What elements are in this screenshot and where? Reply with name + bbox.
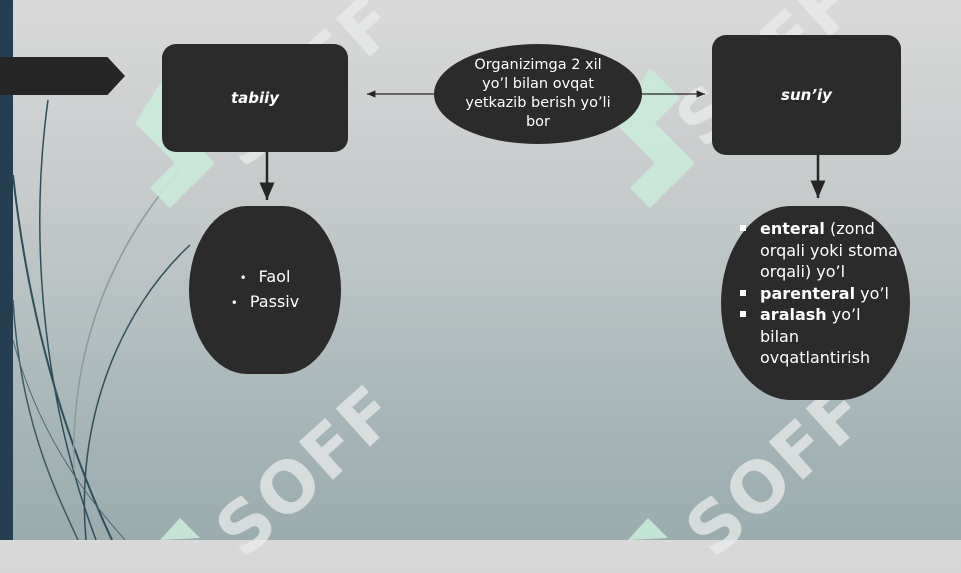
- list-item: enteral (zond orqali yoki stoma orqali) …: [738, 218, 900, 283]
- list-item-bold: parenteral: [760, 283, 856, 303]
- list-item: parenteral yo’l: [738, 283, 900, 305]
- node-center-label: Organizimga 2 xil yo’l bilan ovqat yetka…: [465, 57, 611, 130]
- node-tabiiy: tabiiy: [162, 44, 348, 152]
- list-item-bold: enteral: [760, 219, 825, 238]
- list-item-text: yo’l bilan ovqatlantirish: [760, 305, 871, 367]
- node-suniy-details: enteral (zond orqali yoki stoma orqali) …: [721, 206, 910, 400]
- connectors: [259, 90, 826, 200]
- node-tabiiy-label: tabiiy: [230, 89, 280, 107]
- list-item: Passiv: [231, 290, 299, 315]
- node-center: Organizimga 2 xil yo’l bilan ovqat yetka…: [434, 44, 642, 144]
- bullet-square-icon: [740, 289, 746, 296]
- list-item-text: (zond orqali yoki stoma orqali) yo’l: [760, 219, 898, 281]
- list-item: aralash yo’l bilan ovqatlantirish: [738, 304, 900, 369]
- header-arrow-tab: [0, 57, 125, 95]
- bullet-square-icon: [740, 311, 746, 317]
- node-suniy: sun’iy: [712, 35, 901, 155]
- decorative-curves: [12, 99, 191, 540]
- left-accent-strip: [0, 0, 13, 540]
- list-item: Faol: [231, 265, 299, 290]
- node-suniy-label: sun’iy: [781, 86, 832, 104]
- node-tabiiy-details: Faol Passiv: [189, 206, 341, 374]
- list-item-bold: aralash: [760, 305, 827, 324]
- tabiiy-list: Faol Passiv: [231, 265, 299, 315]
- suniy-list: enteral (zond orqali yoki stoma orqali) …: [721, 206, 900, 369]
- list-item-text: yo’l: [855, 283, 889, 303]
- bullet-square-icon: [740, 225, 746, 231]
